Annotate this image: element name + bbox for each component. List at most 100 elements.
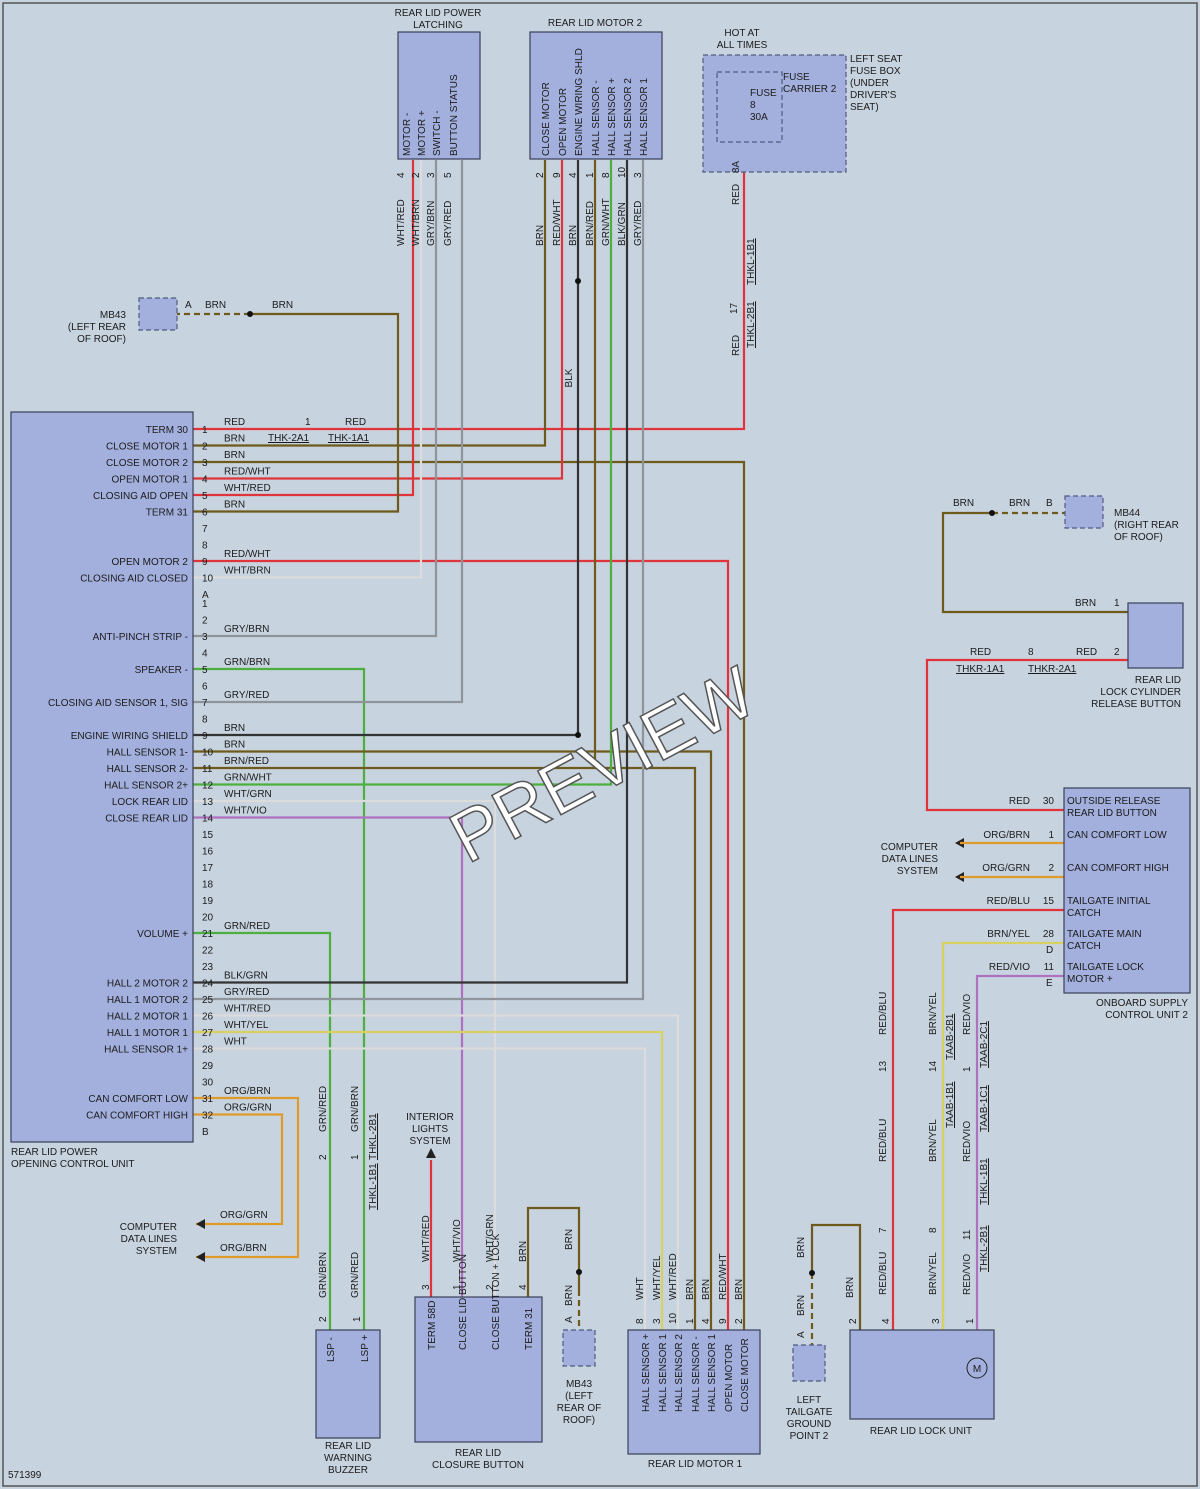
- latching-pin-2: SWITCH -: [432, 110, 443, 156]
- lockcyl-p2: 2: [1114, 647, 1120, 658]
- cu-pin-label-bot-31: CAN COMFORT HIGH: [86, 1111, 188, 1122]
- motor2-wire-1: RED/WHT: [552, 199, 563, 246]
- wire-hall2-m1: [193, 1014, 680, 1330]
- supply-conn-e: E: [1046, 978, 1053, 989]
- cu-pin-wire-bot-12: WHT/GRN: [224, 789, 272, 800]
- buzzer-conn-b: THKL-1B1: [368, 1163, 379, 1210]
- latching-pin-num-3: 5: [443, 172, 454, 178]
- motor1-wire-4: BRN: [701, 1279, 712, 1300]
- supply-pin-wire-4: BRN/YEL: [987, 929, 1030, 940]
- cu-pin-num-bot-16: 17: [202, 863, 214, 874]
- cu-pin-num-bot-32: B: [202, 1127, 209, 1138]
- cu-pin-num-bot-10: 11: [202, 764, 213, 775]
- closure-wire-2: WHT/GRN: [485, 1214, 496, 1262]
- wire-hall2-m2: [193, 160, 629, 984]
- buzzer-conn-a: THKL-2B1: [368, 1113, 379, 1160]
- closure-wire-1: WHT/VIO: [452, 1219, 463, 1262]
- figure-id: 571399: [8, 1470, 42, 1481]
- supply-conn-d: D: [1046, 945, 1053, 956]
- buzzer-wire-2: GRN/BRN: [318, 1252, 329, 1298]
- mb43-top-box: [138, 297, 178, 331]
- cu-pin-num-bot-15: 16: [202, 847, 214, 858]
- latching-pin-0: MOTOR -: [402, 113, 413, 156]
- wire-hall1-neg: [193, 750, 713, 1330]
- lock-wire-upper-2: RED/VIO: [962, 994, 973, 1035]
- cu-pin-num-bot-17: 18: [202, 880, 214, 891]
- can-low-label-left: ORG/GRN: [220, 1210, 268, 1221]
- wire-hall1-pos: [193, 1047, 647, 1330]
- cu-pin-label-bot-8: ENGINE WIRING SHIELD: [71, 731, 188, 742]
- lock-upper-c: TAAB-1B1: [945, 1081, 956, 1128]
- can-high-label-left: ORG/BRN: [220, 1243, 267, 1254]
- closure-pin-0: TERM 58D: [427, 1301, 438, 1350]
- data-line-arrow-1: [196, 1252, 205, 1262]
- fuse-red-label: RED: [731, 184, 742, 205]
- motor2-pin-num-3: 1: [585, 172, 596, 178]
- lockcyl-conn-a: THKR-1A1: [956, 664, 1005, 675]
- wire-term30: [193, 172, 746, 431]
- wire-supply-lockmotor: [975, 974, 1064, 1330]
- closure-pin-num-2: 2: [485, 1284, 496, 1290]
- fuse-carrier-box: [716, 71, 783, 143]
- latching-wire-0: WHT/RED: [396, 199, 407, 246]
- lock-wire-upper-0: RED/BLU: [878, 992, 889, 1035]
- cu-pin-num-bot-8: 9: [202, 731, 208, 742]
- motor2-box: [529, 31, 663, 160]
- cu-pin-num-bot-26: 27: [202, 1028, 214, 1039]
- mb44-brn-a: BRN: [953, 498, 974, 509]
- cu-pin-num-top-8: 9: [202, 557, 208, 568]
- wire-term31: [193, 312, 400, 513]
- wire-volume: [193, 931, 332, 1330]
- latching-pin-1: MOTOR +: [417, 110, 428, 156]
- cu-pin-wire-top-0: RED: [224, 417, 245, 428]
- supply-pin-wire-5: RED/VIO: [989, 962, 1030, 973]
- lock-wire-lower-1: BRN/YEL: [928, 1252, 939, 1295]
- thk-red-label: RED: [345, 417, 366, 428]
- motor2-wire-6: GRY/RED: [633, 201, 644, 246]
- cu-pin-num-top-3: 4: [202, 475, 208, 486]
- cu-pin-wire-top-2: BRN: [224, 450, 245, 461]
- motor1-pin-0: HALL SENSOR +: [641, 1334, 652, 1412]
- lock-wire-mid-1: BRN/YEL: [928, 1119, 939, 1162]
- cu-pin-label-bot-25: HALL 2 MOTOR 1: [107, 1012, 189, 1023]
- motor1-pin-num-0: 8: [635, 1318, 646, 1324]
- blk-label: BLK: [564, 368, 575, 387]
- cu-pin-wire-bot-24: GRY/RED: [224, 987, 269, 998]
- cu-pin-wire-bot-8: BRN: [224, 723, 245, 734]
- closure-pin-3: TERM 31: [524, 1307, 535, 1350]
- motor1-pin-1: HALL SENSOR 1: [658, 1334, 669, 1412]
- motor2-pin-num-0: 2: [535, 172, 546, 178]
- motor2-pin-1: OPEN MOTOR: [558, 88, 569, 156]
- motor1-pin-6: CLOSE MOTOR: [740, 1338, 751, 1412]
- motor-symbol-circle: [966, 1357, 988, 1379]
- lockunit-pin-2: 3: [931, 1318, 942, 1324]
- wire-supply-main: [941, 941, 1064, 1330]
- supply-pin-num-1: 1: [1048, 830, 1054, 841]
- supply-unit-box: [1063, 787, 1191, 994]
- ground-brn-b: BRN: [796, 1295, 807, 1316]
- cu-pin-wire-top-8: RED/WHT: [224, 549, 271, 560]
- buzzer-wire-1: GRN/BRN: [350, 1086, 361, 1132]
- closure-wire-3: BRN: [518, 1241, 529, 1262]
- splice-ground: [809, 1270, 815, 1276]
- motor1-pin-num-2: 10: [668, 1312, 679, 1324]
- motor1-pin-num-1: 3: [652, 1318, 663, 1324]
- lock-upper-a: TAAB-2B1: [945, 1013, 956, 1060]
- cu-pin-label-bot-6: CLOSING AID SENSOR 1, SIG: [48, 698, 188, 709]
- mb44-brn-b: BRN: [1009, 498, 1030, 509]
- cu-pin-wire-bot-23: BLK/GRN: [224, 971, 268, 982]
- wire-close-motor2: [193, 460, 746, 1330]
- ground-brn-a: BRN: [796, 1237, 807, 1258]
- cu-pin-wire-bot-20: GRN/RED: [224, 921, 270, 932]
- motor2-pin-4: HALL SENSOR +: [607, 78, 618, 156]
- lock-upper-b: TAAB-2C1: [979, 1021, 990, 1068]
